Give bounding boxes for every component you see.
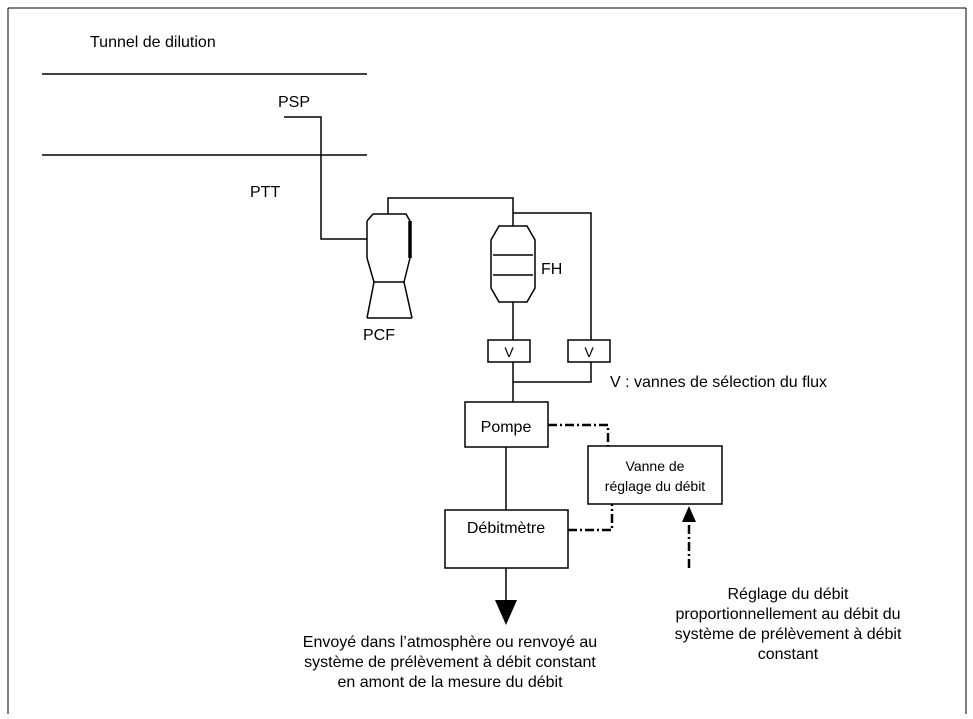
exhaust-arrow-icon bbox=[495, 600, 517, 625]
ptt-label: PTT bbox=[250, 184, 280, 201]
flow-valve-line1: Vanne de bbox=[626, 458, 685, 474]
pipe-merge bbox=[513, 362, 592, 383]
flowmeter-label: Débitmètre bbox=[467, 520, 545, 537]
flow-valve-box bbox=[587, 445, 723, 505]
valve-right-label: V bbox=[584, 344, 594, 360]
adjust-note-line2: proportionnellement au débit du bbox=[675, 606, 900, 623]
pipe-bypass bbox=[513, 212, 592, 340]
exhaust-note-line3: en amont de la mesure du débit bbox=[337, 674, 563, 691]
flowmeter-box bbox=[444, 509, 569, 569]
adjust-note-line4: constant bbox=[758, 646, 819, 663]
adjust-arrow-icon bbox=[682, 506, 696, 522]
pipe-pcf-to-fh bbox=[387, 197, 514, 226]
valve-left-box bbox=[487, 339, 531, 363]
exhaust-note-line2: système de prélèvement à débit constant bbox=[304, 654, 596, 671]
pcf-label: PCF bbox=[363, 327, 395, 344]
transfer-tube-ptt bbox=[284, 116, 367, 240]
pump-label: Pompe bbox=[481, 419, 532, 436]
exhaust-note-line1: Envoyé dans l’atmosphère ou renvoyé au bbox=[303, 634, 597, 651]
adjust-note-line1: Réglage du débit bbox=[728, 586, 850, 603]
valve-legend: V : vannes de sélection du flux bbox=[610, 374, 827, 391]
flow-valve-line2: réglage du débit bbox=[605, 478, 706, 494]
valve-left-label: V bbox=[504, 344, 514, 360]
pcf-preclassifier bbox=[366, 213, 413, 319]
signal-flowmeter-to-valve bbox=[568, 504, 614, 532]
fh-filter-holder bbox=[490, 225, 536, 303]
tunnel-label: Tunnel de dilution bbox=[90, 34, 216, 51]
signal-pump-to-valve bbox=[548, 423, 610, 446]
adjust-note-line3: système de prélèvement à débit bbox=[675, 626, 902, 643]
psp-label: PSP bbox=[278, 94, 310, 111]
fh-label: FH bbox=[541, 261, 562, 278]
valve-right-box bbox=[567, 339, 611, 363]
